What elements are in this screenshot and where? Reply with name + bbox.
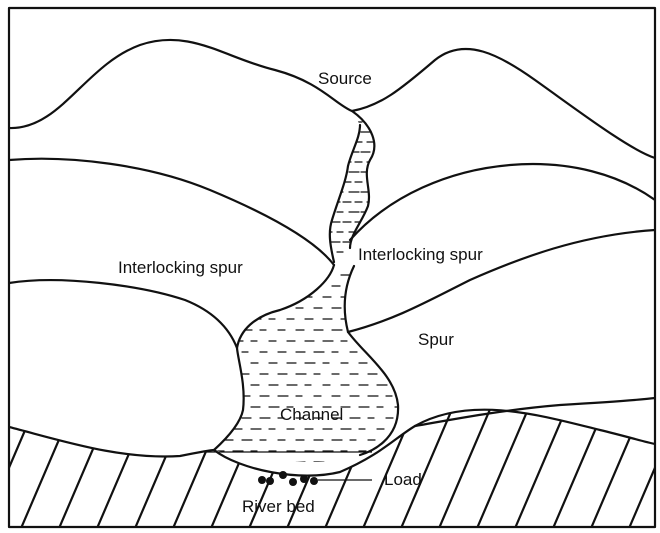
hatch-line	[168, 400, 228, 533]
channel-label: Channel	[280, 405, 343, 424]
hatch-line	[54, 400, 114, 533]
left-interlocking-spur-label: Interlocking spur	[118, 258, 243, 277]
hatch-line	[0, 400, 38, 533]
channel-water-texture	[215, 275, 405, 462]
load-label: Load	[384, 470, 422, 489]
channel-outline	[345, 266, 398, 455]
river-bed-label: River bed	[242, 497, 315, 516]
source-label: Source	[318, 69, 372, 88]
spur-label: Spur	[418, 330, 454, 349]
lower-left-ridge	[9, 280, 237, 348]
hatch-line	[358, 400, 418, 533]
hatch-line	[92, 400, 152, 533]
hatch-line	[472, 400, 532, 533]
hatch-line	[130, 400, 190, 533]
left-spur-ridge	[9, 159, 334, 265]
right-spur-ridge	[350, 164, 655, 240]
hatch-line	[434, 400, 494, 533]
right-interlocking-spur-label: Interlocking spur	[358, 245, 483, 264]
hatch-line	[16, 400, 76, 533]
hatch-line	[586, 400, 646, 533]
source-hill	[9, 40, 655, 158]
